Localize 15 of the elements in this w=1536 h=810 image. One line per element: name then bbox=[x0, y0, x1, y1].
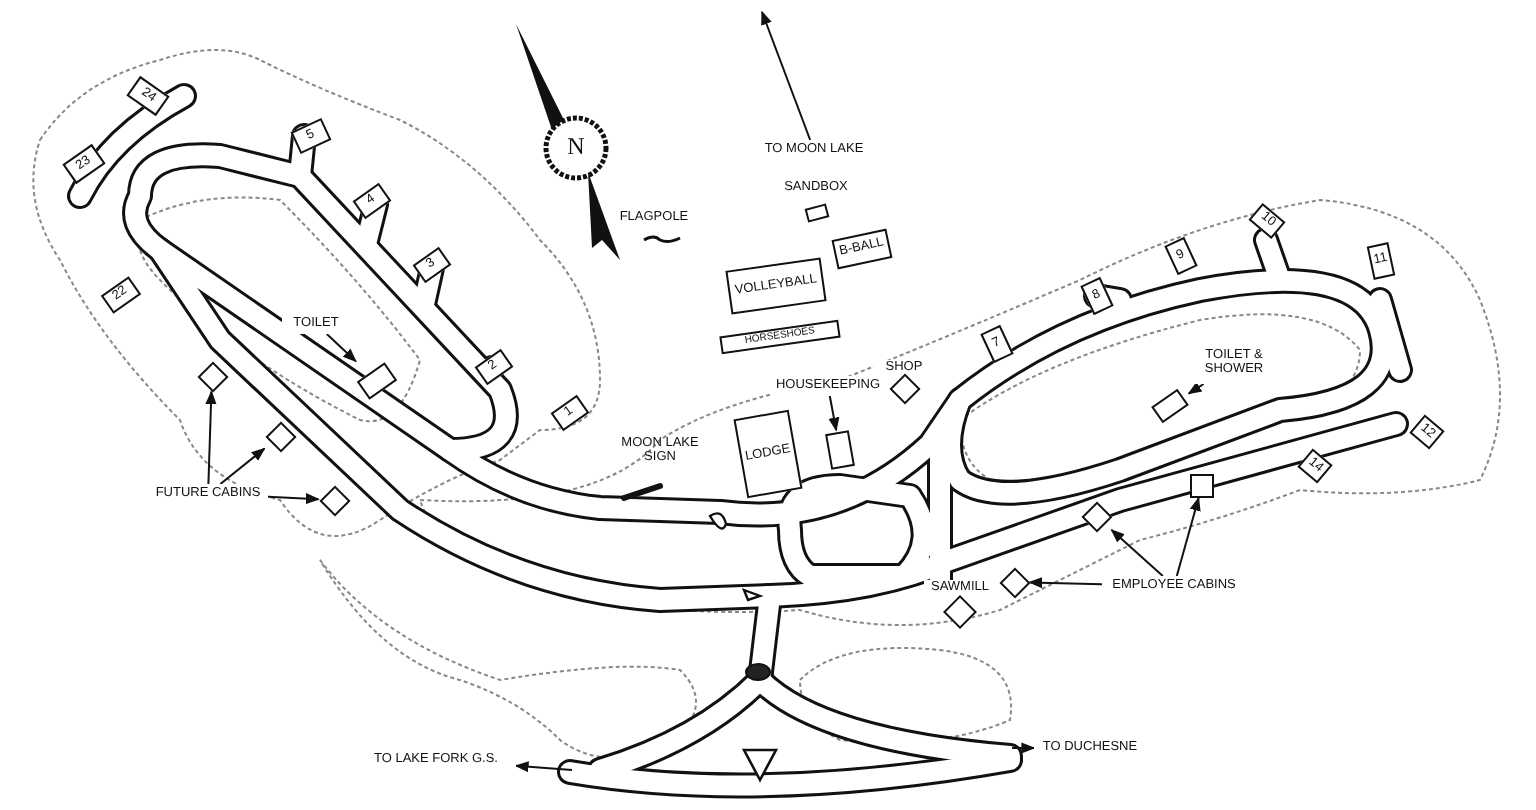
arrow bbox=[514, 761, 573, 773]
leader-line bbox=[219, 447, 266, 485]
arrow bbox=[1011, 742, 1036, 754]
leader-line bbox=[1187, 382, 1205, 395]
compass-letter: N bbox=[566, 134, 586, 161]
building-marker bbox=[825, 430, 855, 470]
leader-line bbox=[828, 395, 840, 432]
leader-line bbox=[1028, 577, 1103, 589]
leader-line bbox=[325, 333, 357, 363]
arrow bbox=[761, 10, 812, 141]
leader-line bbox=[267, 493, 320, 505]
leader-line bbox=[1175, 496, 1201, 577]
building-marker bbox=[1190, 474, 1214, 498]
leader-line bbox=[1110, 529, 1164, 577]
leader-line bbox=[205, 390, 217, 485]
